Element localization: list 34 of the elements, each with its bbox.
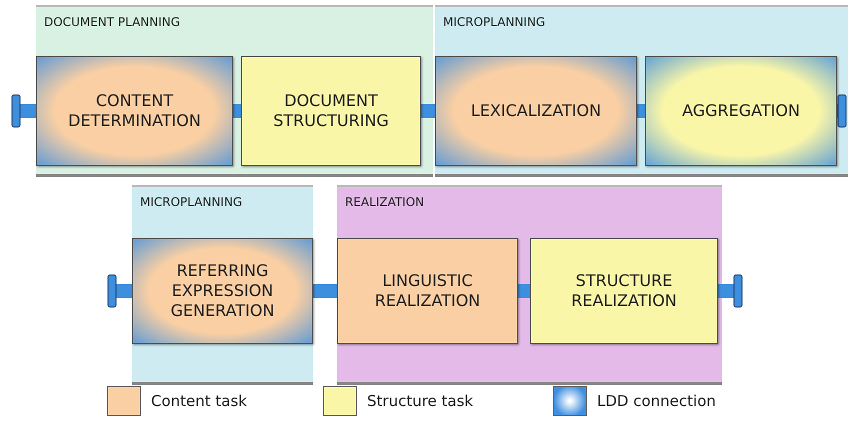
stage-band: [435, 5, 848, 177]
task-label: CONTENT DETERMINATION: [67, 91, 202, 131]
stage-band: [337, 185, 722, 385]
ldd-connector: [518, 284, 530, 298]
stage-band: [36, 5, 433, 177]
ldd-connector: [233, 104, 241, 118]
ldd-connector: [313, 284, 337, 298]
task-label: AGGREGATION: [682, 101, 800, 121]
stage-heading: DOCUMENT PLANNING: [44, 15, 180, 29]
stage-heading: REALIZATION: [345, 195, 424, 209]
task-label: LINGUISTIC REALIZATION: [374, 271, 482, 311]
stage-band: [132, 185, 313, 385]
task-box: [132, 238, 313, 344]
legend-label: LDD connection: [597, 392, 716, 410]
legend-label: Content task: [151, 392, 247, 410]
stage-heading: MICROPLANNING: [443, 15, 546, 29]
ldd-connector: [108, 274, 132, 308]
task-box: [241, 56, 421, 166]
legend-label: Structure task: [367, 392, 474, 410]
task-box: [435, 56, 637, 166]
task-box: [36, 56, 233, 166]
task-label: LEXICALIZATION: [470, 101, 602, 121]
ldd-connector: [718, 274, 742, 308]
ldd-connector: [421, 104, 435, 118]
task-label: DOCUMENT STRUCTURING: [272, 91, 390, 131]
task-box: [645, 56, 837, 166]
ldd-connector: [837, 94, 846, 128]
task-label: REFERRING EXPRESSION GENERATION: [170, 261, 276, 321]
ldd-connector: [12, 94, 36, 128]
stage-heading: MICROPLANNING: [140, 195, 242, 209]
task-label: STRUCTURE REALIZATION: [570, 271, 678, 311]
task-box: [530, 238, 718, 344]
ldd-connector: [637, 104, 645, 118]
task-box: [337, 238, 518, 344]
